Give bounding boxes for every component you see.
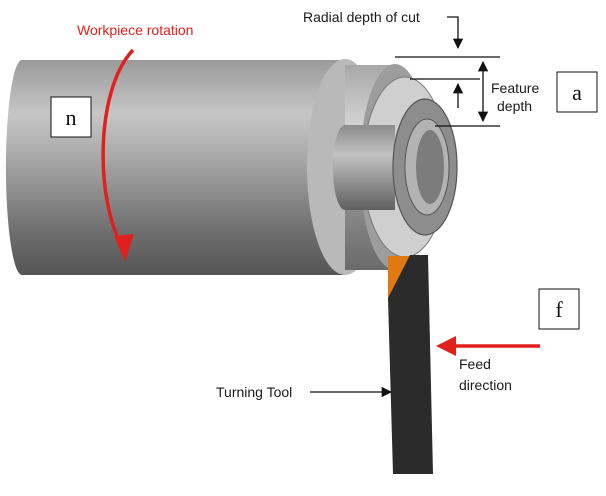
box-a: a: [556, 71, 598, 113]
tool-shank: [388, 255, 433, 474]
radial-depth-label: Radial depth of cut: [303, 9, 420, 25]
feature-depth-label-2: depth: [497, 98, 532, 114]
feed-direction-label-2: direction: [459, 377, 512, 393]
feed-arrow: [436, 336, 540, 356]
workpiece: [5, 59, 458, 275]
bore: [416, 130, 444, 204]
turning-tool: [388, 255, 433, 474]
workpiece-rotation-label: Workpiece rotation: [77, 22, 193, 38]
box-f: f: [538, 288, 580, 330]
workpiece-body: [5, 60, 346, 275]
dimension-lines: [310, 16, 500, 398]
feature-depth-label-1: Feature: [491, 80, 539, 96]
box-a-text: a: [572, 80, 582, 105]
feed-direction-label-1: Feed: [459, 356, 491, 372]
turning-tool-label: Turning Tool: [216, 384, 292, 400]
box-f-text: f: [555, 297, 563, 322]
box-n-text: n: [66, 105, 77, 130]
rotation-arrow: [101, 48, 135, 262]
box-n: n: [50, 96, 92, 138]
inner-boss: [332, 125, 395, 210]
